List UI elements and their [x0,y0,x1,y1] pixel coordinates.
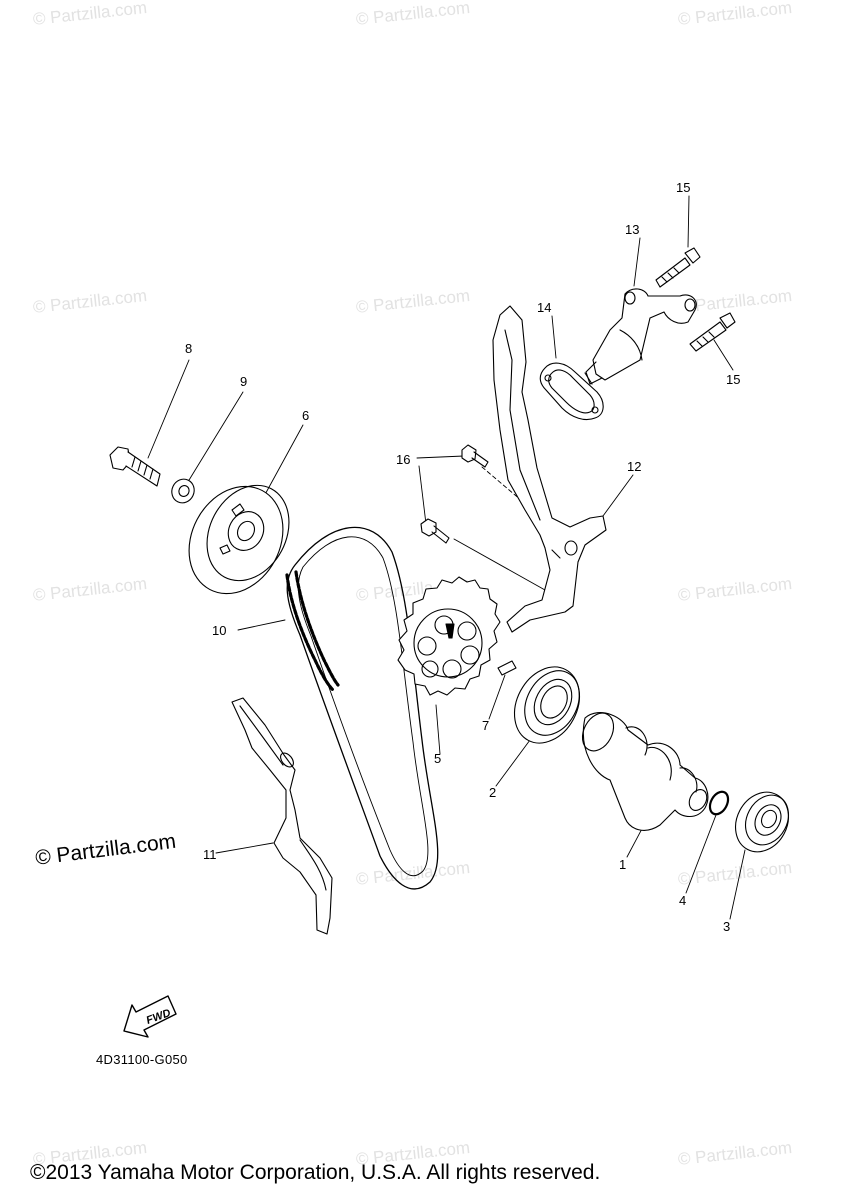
part-15-bolt [655,247,701,288]
callout-6: 6 [302,408,310,423]
part-12-tensioner-guide [492,305,607,633]
callout-8: 8 [185,341,193,356]
part-10-timing-chain [285,526,439,890]
part-7-pin [497,660,517,676]
part-14-gasket [539,362,604,421]
part-5-sprocket [397,576,501,696]
callout-1: 1 [619,857,627,872]
callout-4: 4 [679,893,687,908]
part-3-bearing [735,791,790,853]
callout-9: 9 [240,374,248,389]
callout-12: 12 [627,459,642,474]
part-11-chain-guide [231,697,333,935]
leader-lines [147,195,746,920]
part-2-bearing [513,666,581,744]
callout-13: 13 [625,222,640,237]
callout-16: 16 [396,452,411,467]
part-1-camshaft [581,712,709,831]
callout-15-top: 15 [676,180,691,195]
diagram-code: 4D31100-G050 [96,1052,188,1067]
callout-2: 2 [489,785,497,800]
callout-5: 5 [434,751,442,766]
part-6-plate [188,484,290,595]
part-9-washer [171,478,195,504]
part-16-bolt [420,518,450,544]
part-16-bolt [461,444,489,468]
copyright-notice: ©2013 Yamaha Motor Corporation, U.S.A. A… [30,1161,601,1184]
part-4-o-ring [708,790,730,816]
callout-11: 11 [203,847,217,862]
callout-3: 3 [723,919,731,934]
part-15-bolt [689,312,736,352]
callout-15-bottom: 15 [726,372,741,387]
callout-14: 14 [537,300,552,315]
part-13-tensioner [584,288,697,385]
callout-10: 10 [212,623,227,638]
part-8-bolt [109,446,161,487]
callout-7: 7 [482,718,490,733]
fwd-arrow-icon [123,995,177,1038]
